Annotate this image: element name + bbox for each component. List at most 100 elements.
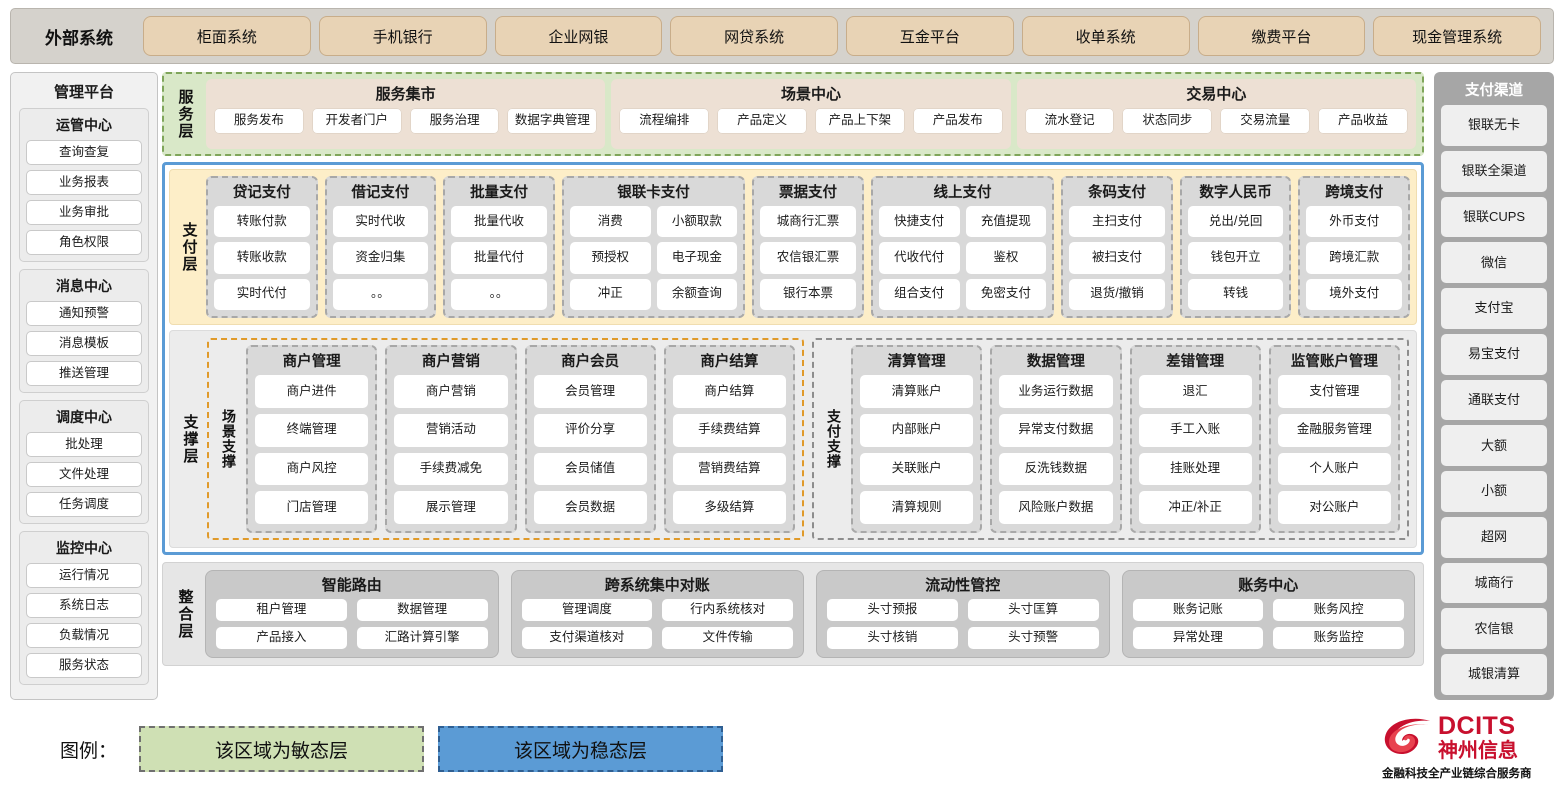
payment-item[interactable]: 余额查询 — [656, 278, 738, 310]
payment-channel-item[interactable]: 大额 — [1441, 425, 1547, 467]
payment-item[interactable]: 鉴权 — [965, 242, 1047, 274]
payment-item[interactable]: 组合支付 — [878, 278, 960, 310]
management-item[interactable]: 服务状态 — [26, 653, 142, 678]
support-item[interactable]: 退汇 — [1138, 375, 1252, 408]
management-item[interactable]: 消息模板 — [26, 331, 142, 356]
service-item[interactable]: 开发者门户 — [311, 108, 402, 134]
support-item[interactable]: 会员管理 — [533, 375, 647, 408]
integration-item[interactable]: 异常处理 — [1132, 627, 1264, 649]
integration-item[interactable]: 支付渠道核对 — [521, 627, 653, 649]
payment-item[interactable]: 兑出/兑回 — [1187, 206, 1284, 238]
integration-item[interactable]: 产品接入 — [216, 627, 347, 649]
support-item[interactable]: 商户风控 — [255, 452, 369, 486]
payment-item[interactable]: 转钱 — [1187, 278, 1284, 310]
service-item[interactable]: 产品定义 — [717, 108, 807, 134]
management-item[interactable]: 文件处理 — [26, 462, 142, 487]
integration-item[interactable]: 行内系统核对 — [662, 599, 793, 621]
integration-item[interactable]: 头寸预报 — [827, 599, 958, 621]
payment-item[interactable]: 。。 — [451, 278, 547, 310]
integration-item[interactable]: 文件传输 — [662, 627, 793, 649]
external-system-chip[interactable]: 收单系统 — [1021, 16, 1190, 56]
payment-item[interactable]: 小额取款 — [656, 206, 738, 238]
payment-item[interactable]: 免密支付 — [965, 278, 1047, 310]
payment-item[interactable]: 被扫支付 — [1069, 242, 1165, 274]
payment-item[interactable]: 批量代付 — [451, 242, 547, 274]
payment-channel-item[interactable]: 小额 — [1441, 471, 1547, 512]
payment-item[interactable]: 资金归集 — [332, 242, 429, 274]
support-item[interactable]: 终端管理 — [255, 413, 369, 447]
payment-channel-item[interactable]: 农信银 — [1441, 608, 1547, 650]
support-item[interactable]: 金融服务管理 — [1277, 413, 1391, 447]
management-item[interactable]: 任务调度 — [26, 492, 142, 517]
support-item[interactable]: 展示管理 — [394, 491, 508, 524]
external-system-chip[interactable]: 互金平台 — [846, 16, 1014, 56]
support-item[interactable]: 异常支付数据 — [999, 413, 1113, 447]
management-item[interactable]: 批处理 — [26, 432, 142, 457]
integration-item[interactable]: 头寸预警 — [967, 627, 1099, 649]
payment-item[interactable]: 冲正 — [569, 278, 651, 310]
management-item[interactable]: 业务报表 — [26, 170, 142, 195]
support-item[interactable]: 支付管理 — [1277, 375, 1391, 408]
integration-item[interactable]: 汇路计算引擎 — [356, 627, 488, 649]
payment-channel-item[interactable]: 通联支付 — [1441, 379, 1547, 421]
support-item[interactable]: 内部账户 — [860, 413, 974, 447]
service-item[interactable]: 服务治理 — [409, 108, 500, 134]
service-item[interactable]: 流程编排 — [619, 108, 710, 134]
support-item[interactable]: 评价分享 — [533, 413, 647, 447]
integration-item[interactable]: 账务监控 — [1273, 627, 1404, 649]
support-item[interactable]: 营销活动 — [394, 413, 508, 447]
payment-item[interactable]: 消费 — [569, 206, 651, 238]
service-item[interactable]: 服务发布 — [214, 108, 304, 134]
support-item[interactable]: 商户进件 — [255, 375, 369, 408]
service-item[interactable]: 产品发布 — [912, 108, 1003, 134]
payment-item[interactable]: 批量代收 — [451, 206, 547, 238]
service-item[interactable]: 流水登记 — [1024, 108, 1115, 134]
payment-item[interactable]: 转账付款 — [214, 206, 310, 238]
integration-item[interactable]: 管理调度 — [521, 599, 653, 621]
support-item[interactable]: 会员储值 — [533, 452, 647, 486]
integration-item[interactable]: 账务记账 — [1132, 599, 1264, 621]
payment-item[interactable]: 实时代付 — [214, 278, 310, 310]
service-item[interactable]: 状态同步 — [1122, 108, 1213, 134]
integration-item[interactable]: 数据管理 — [356, 599, 488, 621]
support-item[interactable]: 挂账处理 — [1138, 452, 1252, 486]
payment-channel-item[interactable]: 微信 — [1441, 242, 1547, 284]
support-item[interactable]: 门店管理 — [255, 491, 369, 524]
payment-item[interactable]: 代收代付 — [878, 242, 960, 274]
service-item[interactable]: 数据字典管理 — [507, 108, 598, 134]
payment-item[interactable]: 。。 — [332, 278, 429, 310]
support-item[interactable]: 清算规则 — [860, 491, 974, 524]
external-system-chip[interactable]: 手机银行 — [318, 16, 487, 56]
support-item[interactable]: 对公账户 — [1277, 491, 1391, 524]
payment-channel-item[interactable]: 易宝支付 — [1441, 333, 1547, 375]
payment-item[interactable]: 退货/撤销 — [1069, 278, 1165, 310]
management-item[interactable]: 角色权限 — [26, 230, 142, 255]
payment-item[interactable]: 城商行汇票 — [760, 206, 856, 238]
payment-item[interactable]: 主扫支付 — [1069, 206, 1165, 238]
payment-channel-item[interactable]: 城银清算 — [1441, 654, 1547, 695]
support-item[interactable]: 商户结算 — [672, 375, 786, 408]
management-item[interactable]: 推送管理 — [26, 361, 142, 386]
payment-item[interactable]: 钱包开立 — [1187, 242, 1284, 274]
service-item[interactable]: 交易流量 — [1220, 108, 1311, 134]
support-item[interactable]: 多级结算 — [672, 491, 786, 524]
payment-item[interactable]: 境外支付 — [1306, 278, 1403, 310]
support-item[interactable]: 商户营销 — [394, 375, 508, 408]
payment-item[interactable]: 快捷支付 — [878, 206, 960, 238]
external-system-chip[interactable]: 企业网银 — [494, 16, 663, 56]
integration-item[interactable]: 租户管理 — [216, 599, 347, 621]
management-item[interactable]: 系统日志 — [26, 593, 142, 618]
integration-item[interactable]: 头寸匡算 — [967, 599, 1099, 621]
payment-item[interactable]: 转账收款 — [214, 242, 310, 274]
payment-channel-item[interactable]: 银联无卡 — [1441, 105, 1547, 146]
payment-channel-item[interactable]: 银联CUPS — [1441, 196, 1547, 238]
payment-item[interactable]: 银行本票 — [760, 278, 856, 310]
support-item[interactable]: 个人账户 — [1277, 452, 1391, 486]
support-item[interactable]: 营销费结算 — [672, 452, 786, 486]
support-item[interactable]: 手工入账 — [1138, 413, 1252, 447]
support-item[interactable]: 冲正/补正 — [1138, 491, 1252, 524]
support-item[interactable]: 反洗钱数据 — [999, 452, 1113, 486]
service-item[interactable]: 产品收益 — [1318, 108, 1408, 134]
external-system-chip[interactable]: 缴费平台 — [1197, 16, 1366, 56]
management-item[interactable]: 负载情况 — [26, 623, 142, 648]
